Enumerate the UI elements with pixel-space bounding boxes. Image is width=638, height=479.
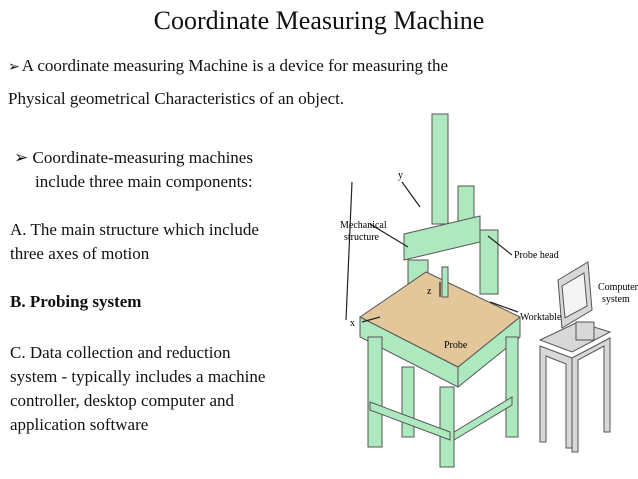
computer-system-label-1: Computer: [598, 282, 638, 293]
probe-label: Probe: [444, 340, 468, 351]
components-bullet: ➢ Coordinate-measuring machines include …: [14, 146, 334, 194]
axis-z-label: z: [427, 286, 432, 297]
component-a-line-2: three axes of motion: [10, 244, 150, 263]
component-b: B. Probing system: [10, 292, 142, 311]
bullet-line-1: Coordinate-measuring machines: [32, 148, 253, 167]
component-c-line-2: system - typically includes a machine: [10, 367, 266, 386]
axis-y-label: y: [398, 170, 403, 181]
component-c-line-4: application software: [10, 415, 149, 434]
computer-system-label-2: system: [602, 294, 630, 305]
cmm-diagram: y x z Mechanical structure Probe head Wo…: [340, 113, 638, 468]
intro-line-2: Physical geometrical Characteristics of …: [8, 89, 345, 108]
bullet-line-2: include three main components:: [35, 172, 253, 191]
axis-x-label: x: [350, 318, 355, 329]
slide-title: Coordinate Measuring Machine: [153, 6, 485, 35]
component-a-line-1: A. The main structure which include: [10, 220, 259, 239]
computer-system-shape: [538, 261, 612, 453]
probe-head-label: Probe head: [514, 250, 559, 261]
component-c-line-1: C. Data collection and reduction: [10, 343, 231, 362]
intro-line-1: A coordinate measuring Machine is a devi…: [21, 56, 449, 75]
worktable-label: Worktable: [520, 312, 562, 323]
mechanical-structure-label-1: Mechanical: [340, 220, 387, 231]
intro-paragraph: ➢A coordinate measuring Machine is a dev…: [8, 50, 608, 114]
mechanical-structure-shape: [359, 113, 521, 468]
probe-shape: [441, 266, 449, 298]
component-c-line-3: controller, desktop computer and: [10, 391, 235, 410]
worktable-shape: [359, 271, 521, 368]
arrow-bullet-icon: ➢: [8, 60, 20, 75]
arrow-bullet-icon: ➢: [14, 148, 29, 167]
component-a: A. The main structure which include thre…: [10, 218, 350, 266]
component-c: C. Data collection and reduction system …: [10, 341, 350, 437]
mechanical-structure-label-2: structure: [344, 232, 380, 243]
